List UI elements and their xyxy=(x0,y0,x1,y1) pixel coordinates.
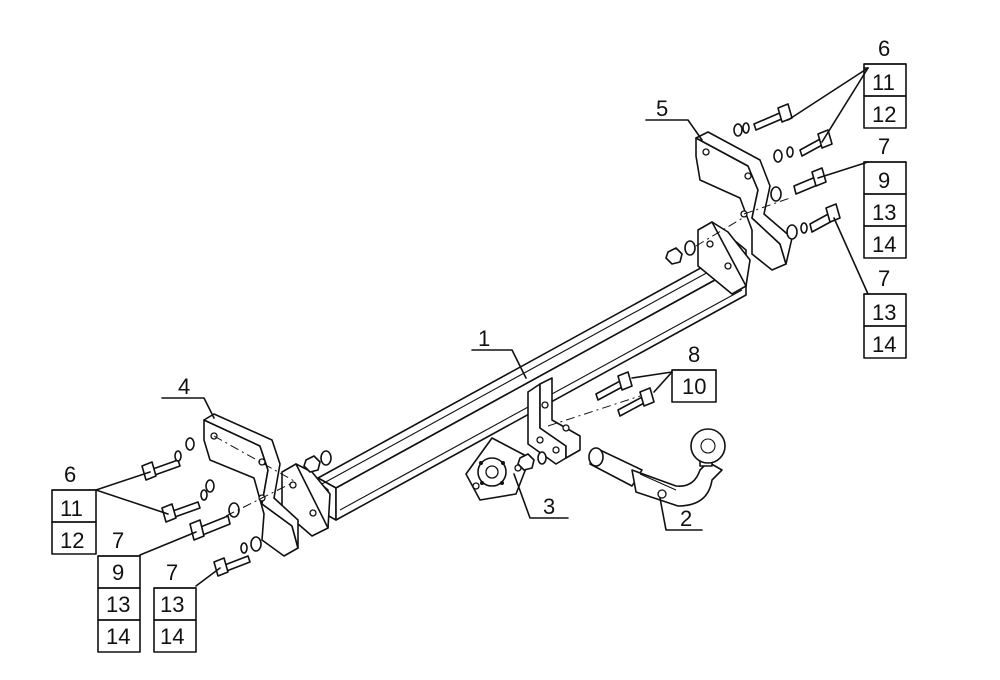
bolt-left-4 xyxy=(213,555,251,577)
bolt-right-2 xyxy=(799,129,833,157)
callout-part-3: 3 xyxy=(543,494,555,519)
svg-text:14: 14 xyxy=(106,624,130,649)
bolt-center-2 xyxy=(617,387,655,417)
svg-text:12: 12 xyxy=(60,528,84,553)
beam-right-end-plate xyxy=(697,221,751,295)
svg-text:7: 7 xyxy=(112,528,124,553)
callout-group-middle: 8 10 xyxy=(671,342,717,403)
svg-text:9: 9 xyxy=(112,560,124,585)
callout-part-2: 2 xyxy=(680,506,692,531)
bolt-left-1 xyxy=(141,459,181,481)
left-fasteners xyxy=(141,435,332,577)
svg-text:13: 13 xyxy=(160,592,184,617)
svg-text:8: 8 xyxy=(688,342,700,367)
svg-text:6: 6 xyxy=(878,36,890,61)
callout-part-5: 5 xyxy=(656,96,668,121)
callout-group-right-bottom: 7 13 14 xyxy=(863,266,907,359)
svg-text:7: 7 xyxy=(166,560,178,585)
tow-ball-arm xyxy=(588,428,726,507)
svg-text:11: 11 xyxy=(872,70,895,95)
svg-text:14: 14 xyxy=(160,624,184,649)
ball-mount-bracket xyxy=(527,377,581,465)
callout-part-1: 1 xyxy=(478,326,490,351)
svg-text:14: 14 xyxy=(872,232,896,257)
svg-text:13: 13 xyxy=(872,300,896,325)
callout-group-left-bottom: 7 13 14 xyxy=(153,560,197,653)
svg-text:6: 6 xyxy=(64,462,76,487)
svg-text:13: 13 xyxy=(106,592,130,617)
svg-text:4: 4 xyxy=(178,374,190,399)
svg-text:10: 10 xyxy=(682,374,706,399)
bolt-center-1 xyxy=(595,371,633,401)
svg-text:7: 7 xyxy=(878,134,890,159)
svg-text:5: 5 xyxy=(656,96,668,121)
callout-group-right-middle: 7 9 13 14 xyxy=(863,134,907,259)
callout-group-top-right: 6 11 12 xyxy=(863,36,907,129)
bolt-left-2 xyxy=(161,501,201,523)
svg-text:13: 13 xyxy=(872,200,896,225)
svg-text:2: 2 xyxy=(680,506,692,531)
callout-group-left-top: 6 11 12 xyxy=(51,462,97,555)
bolt-left-3 xyxy=(189,515,231,541)
bolt-right-3 xyxy=(793,167,827,195)
bolt-right-1 xyxy=(753,103,793,131)
svg-text:11: 11 xyxy=(60,496,83,521)
socket-plate xyxy=(465,437,531,501)
svg-text:1: 1 xyxy=(478,326,490,351)
svg-text:12: 12 xyxy=(872,102,896,127)
bolt-right-4 xyxy=(809,203,841,233)
leader-lines xyxy=(95,67,869,587)
svg-text:9: 9 xyxy=(878,168,890,193)
center-fasteners xyxy=(517,371,655,471)
svg-text:3: 3 xyxy=(543,494,555,519)
svg-text:14: 14 xyxy=(872,332,896,357)
svg-text:7: 7 xyxy=(878,266,890,291)
callout-group-left-middle: 7 9 13 14 xyxy=(97,528,141,653)
callout-part-4: 4 xyxy=(178,374,190,399)
